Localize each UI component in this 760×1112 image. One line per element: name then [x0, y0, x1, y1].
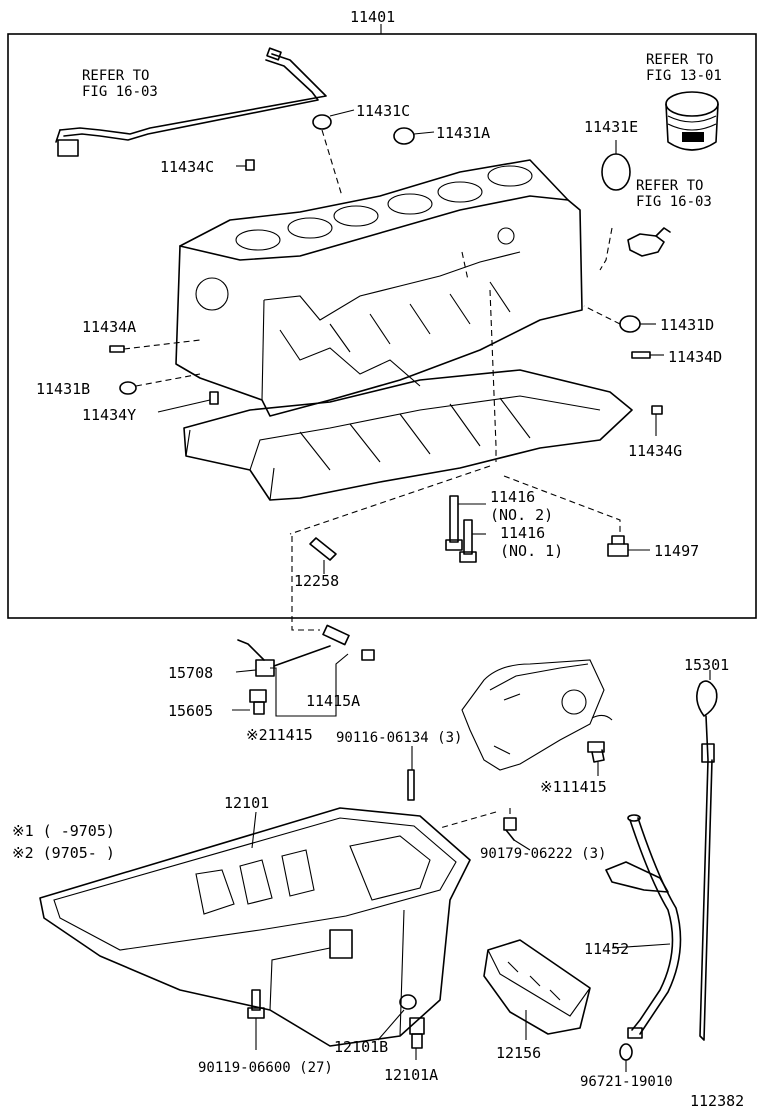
drain-plug-12101A-icon: [409, 1017, 425, 1049]
bolt-11416-no1-icon: [459, 519, 477, 563]
refer-16-03-b-line2: FIG 16-03: [636, 194, 712, 210]
label-12101A: 12101A: [384, 1066, 438, 1084]
label-11416-no2-note: (NO. 2): [490, 506, 553, 524]
label-11434C: 11434C: [160, 158, 214, 176]
oil-fitting-icon: [627, 227, 671, 257]
stud-90116-icon: [407, 769, 415, 801]
bolt-11416-no2-icon: [445, 495, 463, 551]
plug-11431D-icon: [619, 315, 641, 333]
nut-11497-icon: [607, 535, 629, 557]
plug-11431C-icon: [312, 114, 332, 130]
refer-13-01-line2: FIG 13-01: [646, 68, 722, 84]
bolt-90119-icon: [247, 989, 265, 1019]
label-11431A: 11431A: [436, 124, 490, 142]
label-12101B: 12101B: [334, 1038, 388, 1056]
label-11434G: 11434G: [628, 442, 682, 460]
label-11497: 11497: [654, 542, 699, 560]
nut-90179-icon: [503, 817, 517, 841]
label-11434Y: 11434Y: [82, 406, 136, 424]
dowel-12258-icon: [309, 537, 337, 561]
pin-11434G-icon: [651, 405, 663, 415]
label-15301: 15301: [684, 656, 729, 674]
label-11416-no2: 11416: [490, 488, 535, 506]
pin-11434A-icon: [109, 345, 125, 353]
bolt-11415A-icon: [322, 624, 375, 661]
note-2: ※2 (9705- ): [12, 844, 115, 862]
pin-11434D-icon: [631, 351, 651, 359]
baffle-12156-icon: [483, 939, 591, 1035]
label-1-11415: ※111415: [540, 778, 607, 796]
label-96721-19010: 96721-19010: [580, 1074, 673, 1090]
label-11415A: 11415A: [306, 692, 360, 710]
plug-11431A-icon: [393, 127, 415, 145]
label-11431B: 11431B: [36, 380, 90, 398]
bolt-1-11415-icon: [587, 741, 605, 763]
oil-pipe-icon: [55, 47, 327, 157]
piston-icon: [665, 91, 719, 151]
oil-jet-15708-icon: [237, 639, 331, 677]
gasket-96721-icon: [619, 1043, 633, 1061]
oil-pan-12101-icon: [39, 807, 471, 1047]
label-12258: 12258: [294, 572, 339, 590]
refer-13-01-line1: REFER TO: [646, 52, 713, 68]
refer-16-03-a-line2: FIG 16-03: [82, 84, 158, 100]
label-15605: 15605: [168, 702, 213, 720]
cylinder-block-icon: [175, 159, 583, 417]
upper-group-frame: [7, 33, 757, 619]
label-12101: 12101: [224, 794, 269, 812]
label-11416-no1: 11416: [500, 524, 545, 542]
dipstick-15301-icon: [696, 680, 718, 1041]
label-90179-06222: 90179-06222 (3): [480, 846, 606, 862]
dipstick-guide-11452-icon: [605, 814, 682, 1039]
label-12156: 12156: [496, 1044, 541, 1062]
diagram-number: 112382: [690, 1092, 744, 1110]
plug-11431B-icon: [119, 381, 137, 395]
label-11416-no1-note: (NO. 1): [500, 542, 563, 560]
pin-11434C-icon: [245, 159, 255, 171]
refer-16-03-b-line1: REFER TO: [636, 178, 703, 194]
label-11434A: 11434A: [82, 318, 136, 336]
label-11431E: 11431E: [584, 118, 638, 136]
relief-valve-15605-icon: [249, 689, 267, 715]
pin-11434Y-icon: [209, 391, 219, 405]
plug-11431E-icon: [601, 153, 631, 191]
refer-16-03-a-line1: REFER TO: [82, 68, 149, 84]
label-90116-06134: 90116-06134 (3): [336, 730, 462, 746]
crankcase-icon: [183, 369, 633, 501]
label-11431C: 11431C: [356, 102, 410, 120]
label-2-11415: ※211415: [246, 726, 313, 744]
label-15708: 15708: [168, 664, 213, 682]
gasket-12101B-icon: [399, 994, 417, 1010]
label-90119-06600: 90119-06600 (27): [198, 1060, 333, 1076]
label-11431D: 11431D: [660, 316, 714, 334]
label-11452: 11452: [584, 940, 629, 958]
label-11401: 11401: [350, 8, 395, 26]
oil-pump-housing-icon: [461, 659, 613, 771]
note-1: ※1 ( -9705): [12, 822, 115, 840]
label-11434D: 11434D: [668, 348, 722, 366]
